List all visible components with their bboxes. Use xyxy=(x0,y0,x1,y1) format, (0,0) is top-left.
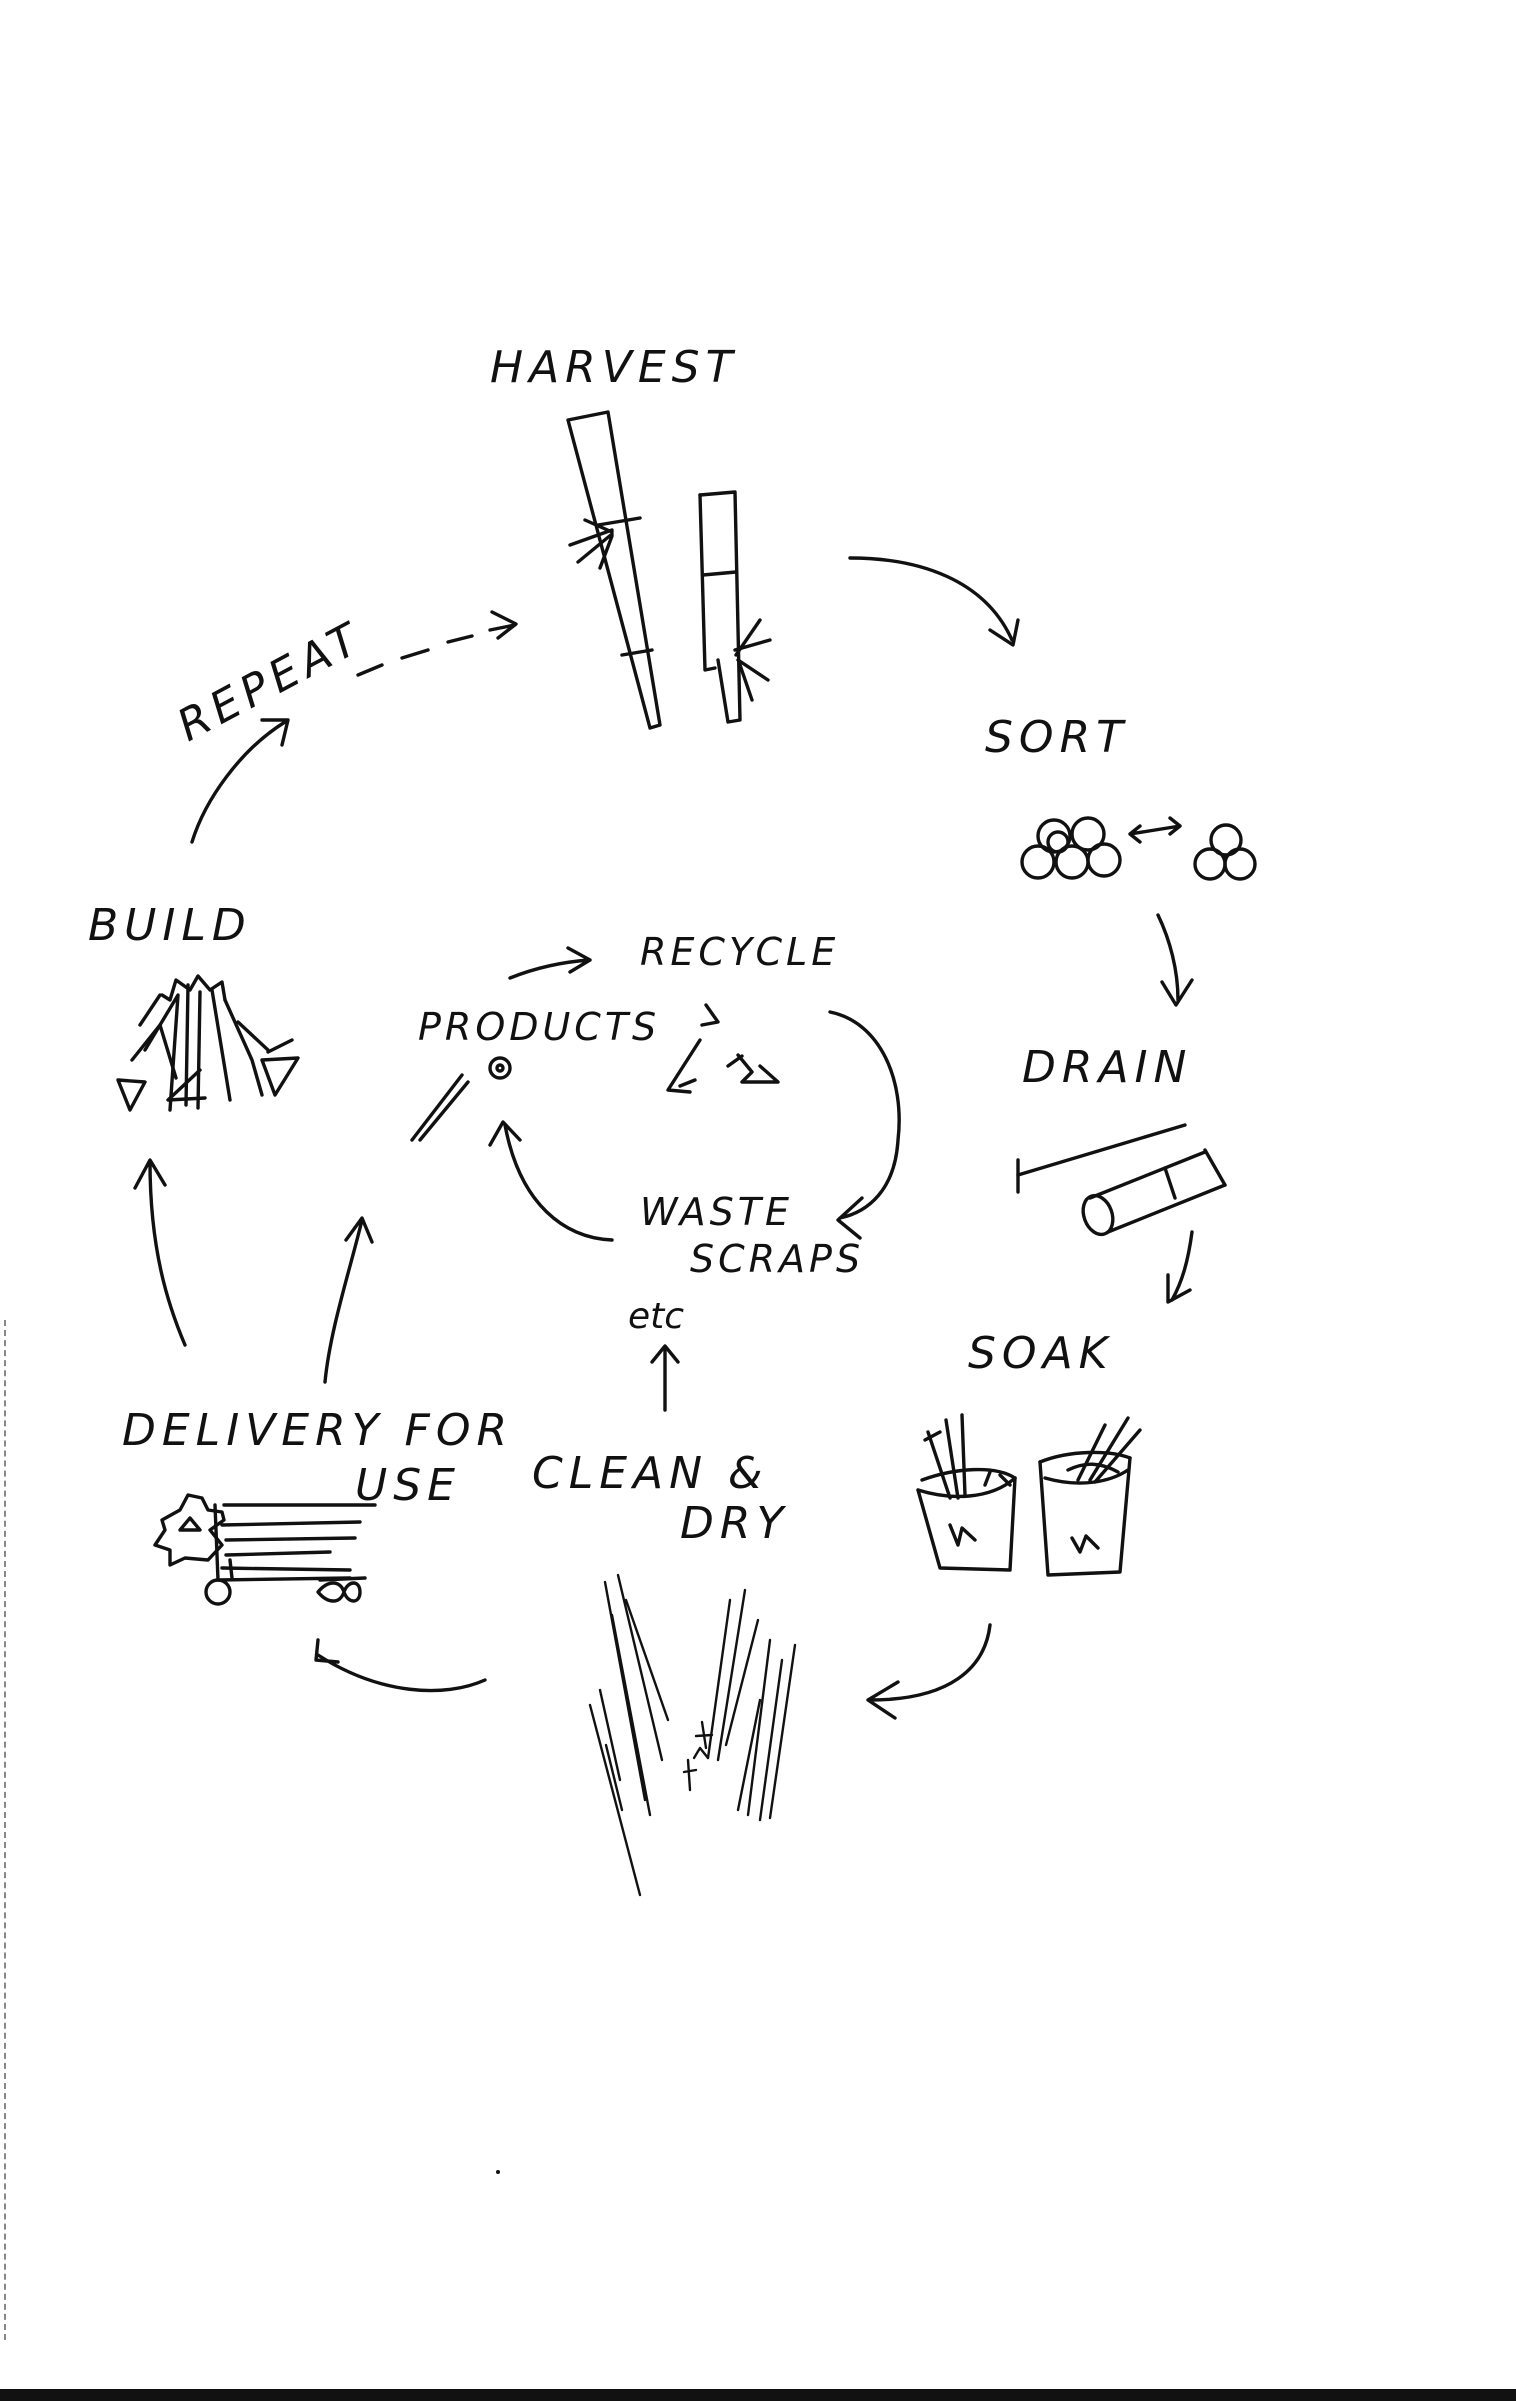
arrow-soak-to-clean xyxy=(866,1623,992,1720)
label-scraps: SCRAPS xyxy=(690,1237,864,1281)
bamboo-stalks-icon xyxy=(566,410,772,730)
arrow-sort-to-drain xyxy=(1156,913,1194,1007)
arrow-waste-to-products xyxy=(488,1120,614,1242)
margin-dash-line xyxy=(4,1320,6,2340)
arrow-delivery-to-products xyxy=(323,1216,374,1384)
label-delivery-2: USE xyxy=(355,1460,461,1511)
arrow-recycle-to-waste xyxy=(828,1010,901,1240)
clean-dry-strips-icon xyxy=(588,1573,797,1897)
label-clean-dry-2: DRY xyxy=(680,1498,789,1549)
build-structure-icon xyxy=(116,974,300,1112)
sorted-bundles-icon xyxy=(1020,816,1257,881)
arrow-clean-to-delivery xyxy=(314,1638,487,1693)
arrow-repeat-dashed xyxy=(356,610,518,677)
label-soak: SOAK xyxy=(968,1328,1114,1379)
soaking-buckets-icon xyxy=(916,1413,1142,1577)
arrow-products-to-recycle xyxy=(508,946,592,980)
arrow-delivery-to-build xyxy=(133,1158,187,1347)
label-drain: DRAIN xyxy=(1022,1042,1192,1093)
page-bottom-edge xyxy=(0,2389,1516,2401)
label-recycle: RECYCLE xyxy=(640,930,839,974)
outer-cycle-arrows xyxy=(133,556,1194,1720)
products-item-icon xyxy=(410,1056,512,1142)
draining-bamboo-icon xyxy=(1016,1123,1227,1237)
label-build: BUILD xyxy=(88,900,252,951)
delivery-truck-icon xyxy=(153,1493,377,1606)
label-etc: etc xyxy=(628,1296,684,1337)
label-clean-dry-1: CLEAN & xyxy=(532,1448,768,1499)
label-waste: WASTE xyxy=(640,1190,793,1234)
arrow-drain-to-soak xyxy=(1166,1230,1194,1304)
arrow-build-to-repeat xyxy=(190,718,290,844)
inner-cycle-arrows xyxy=(323,946,901,1412)
arrow-harvest-to-sort xyxy=(848,556,1020,647)
arrow-clean-to-etc xyxy=(650,1344,680,1412)
recycle-symbol-icon xyxy=(666,1003,780,1094)
label-products: PRODUCTS xyxy=(418,1005,660,1049)
label-delivery-1: DELIVERY FOR xyxy=(122,1405,513,1456)
label-sort: SORT xyxy=(985,712,1129,763)
ink-speck xyxy=(496,2170,500,2174)
label-harvest: HARVEST xyxy=(490,342,738,393)
